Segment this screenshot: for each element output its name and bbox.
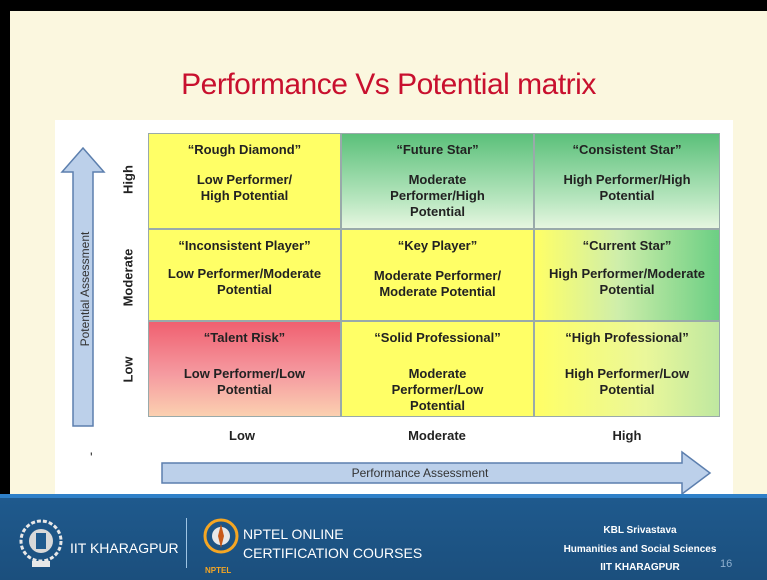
col-label-low: Low — [229, 428, 255, 443]
cell-nickname: “Current Star” — [582, 238, 672, 253]
cell-nickname: “Consistent Star” — [572, 142, 682, 157]
cell-nickname: “High Professional” — [565, 330, 689, 345]
cell-nickname: “Inconsistent Player” — [178, 238, 311, 253]
cell-nickname: “Solid Professional” — [374, 330, 501, 345]
cell-description: High Performer/High Potential — [563, 172, 691, 203]
cell-description: Moderate Performer/ Moderate Potential — [373, 268, 502, 299]
footer-divider — [186, 518, 187, 568]
footer-nptel-line1: NPTEL ONLINE — [243, 526, 344, 542]
col-label-moderate: Moderate — [408, 428, 466, 443]
nptel-tag: NPTEL — [205, 566, 232, 575]
footer-institute: IIT KHARAGPUR — [600, 562, 680, 573]
cell-description: Low Performer/Low Potential — [183, 366, 306, 397]
col-label-high: High — [612, 428, 642, 443]
cell-description: High Performer/Low Potential — [564, 366, 690, 397]
nptel-logo-icon — [203, 518, 239, 554]
cell-description: Moderate Performer/High Potential — [390, 172, 485, 219]
row-label-low: Low — [120, 356, 136, 383]
footer-nptel-line2: CERTIFICATION COURSES — [243, 545, 423, 561]
cell-inconsistent-player: “Inconsistent Player” Low Performer/Mode… — [148, 229, 341, 321]
cell-nickname: “Rough Diamond” — [187, 142, 302, 157]
stray-mark: ' — [90, 449, 93, 465]
footer-stripe — [0, 494, 767, 498]
cell-talent-risk: “Talent Risk” Low Performer/Low Potentia… — [148, 321, 341, 417]
cell-rough-diamond: “Rough Diamond” Low Performer/ High Pote… — [148, 133, 341, 229]
cell-description: High Performer/Moderate Potential — [548, 266, 706, 297]
potential-axis-label: Potential Assessment — [78, 231, 92, 347]
footer-author: KBL Srivastava — [603, 525, 677, 536]
cell-consistent-star: “Consistent Star” High Performer/High Po… — [534, 133, 720, 229]
cell-current-star: “Current Star” High Performer/Moderate P… — [534, 229, 720, 321]
cell-high-professional: “High Professional” High Performer/Low P… — [534, 321, 720, 417]
slide-number: 16 — [720, 558, 733, 570]
footer-department: Humanities and Social Sciences — [563, 544, 717, 555]
cell-nickname: “Future Star” — [396, 142, 479, 157]
cell-future-star: “Future Star” Moderate Performer/High Po… — [341, 133, 534, 229]
cell-description: Low Performer/Moderate Potential — [167, 266, 322, 297]
footer-bar — [0, 494, 767, 580]
cell-solid-professional: “Solid Professional” Moderate Performer/… — [341, 321, 534, 417]
row-label-moderate: Moderate — [120, 248, 136, 307]
footer-institute-name: IIT KHARAGPUR — [70, 540, 179, 556]
cell-nickname: “Key Player” — [397, 238, 478, 253]
cell-description: Low Performer/ High Potential — [196, 172, 293, 203]
slide-title: Performance Vs Potential matrix — [181, 68, 596, 101]
performance-axis-arrow — [161, 450, 712, 496]
cell-nickname: “Talent Risk” — [203, 330, 286, 345]
performance-axis-label: Performance Assessment — [351, 466, 489, 480]
cell-description: Moderate Performer/Low Potential — [391, 366, 484, 413]
potential-axis-arrow — [60, 146, 106, 427]
row-label-high: High — [120, 165, 136, 194]
cell-key-player: “Key Player” Moderate Performer/ Moderat… — [341, 229, 534, 321]
iit-logo-icon — [19, 519, 63, 567]
